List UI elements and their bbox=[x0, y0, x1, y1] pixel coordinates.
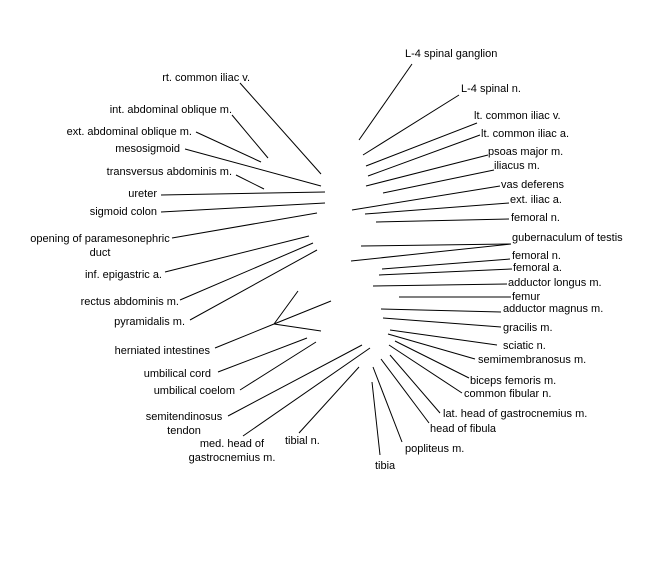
label-biceps-femoris: biceps femoris m. bbox=[470, 375, 557, 387]
label-l4-spinal-n: L-4 spinal n. bbox=[461, 83, 521, 95]
leader-adductor-magnus bbox=[380, 308, 502, 313]
label-lat-head-gastrocnemius: lat. head of gastrocnemius m. bbox=[443, 408, 588, 420]
leader-int-abdominal-oblique bbox=[231, 114, 269, 159]
leader-adductor-longus bbox=[372, 283, 508, 287]
leader-iliacus bbox=[382, 169, 495, 194]
leader-common-fibular bbox=[388, 344, 463, 394]
leader-mesosigmoid bbox=[184, 148, 322, 187]
label-psoas-major: psoas major m. bbox=[488, 146, 564, 158]
label-femur: femur bbox=[512, 291, 541, 303]
label-herniated-intestines: herniated intestines bbox=[114, 345, 210, 357]
leader-head-of-fibula bbox=[380, 358, 430, 424]
leader-rectus-abdominis bbox=[179, 242, 314, 301]
leader-ext-iliac-a bbox=[364, 202, 510, 215]
leader-popliteus bbox=[372, 366, 403, 443]
label-semitendinosus-line-1: semitendinosus bbox=[145, 411, 223, 423]
label-common-fibular: common fibular n. bbox=[464, 388, 552, 400]
label-tibial-n: tibial n. bbox=[285, 435, 320, 447]
leader-vas-deferens bbox=[351, 185, 501, 211]
label-lt-common-iliac-a: lt. common iliac a. bbox=[481, 128, 570, 140]
label-mesosigmoid: mesosigmoid bbox=[115, 143, 180, 155]
leader-ext-abdominal-oblique bbox=[195, 131, 262, 163]
label-ureter: ureter bbox=[128, 188, 157, 200]
label-transversus-abdominis: transversus abdominis m. bbox=[106, 166, 232, 178]
label-sciatic-n: sciatic n. bbox=[503, 340, 546, 352]
leader-tibia bbox=[371, 381, 381, 456]
label-femoral-n-2: femoral n. bbox=[512, 250, 561, 262]
leader-semitendinosus bbox=[227, 344, 363, 417]
leader-gubernaculum-2 bbox=[350, 243, 512, 262]
label-gubernaculum: gubernaculum of testis bbox=[512, 232, 623, 244]
leader-herniated-fork-up bbox=[273, 290, 299, 325]
leader-gubernaculum bbox=[360, 243, 512, 247]
leader-transversus-abdominis bbox=[235, 174, 265, 190]
leader-pyramidalis bbox=[189, 249, 318, 321]
label-popliteus: popliteus m. bbox=[405, 443, 465, 455]
label-med-head-line-2: gastrocnemius m. bbox=[188, 452, 276, 464]
label-ext-iliac-a: ext. iliac a. bbox=[510, 194, 562, 206]
label-umbilical-coelom: umbilical coelom bbox=[153, 385, 235, 397]
label-l4-spinal-ganglion: L-4 spinal ganglion bbox=[405, 48, 498, 60]
leader-biceps-femoris bbox=[394, 340, 470, 379]
leader-sigmoid-colon bbox=[160, 202, 326, 213]
leader-psoas-major bbox=[365, 154, 489, 187]
leader-semimembranosus bbox=[387, 333, 476, 360]
label-adductor-longus: adductor longus m. bbox=[508, 277, 602, 289]
label-med-head-line-1: med. head of bbox=[199, 438, 265, 450]
leader-sciatic-n bbox=[389, 329, 498, 346]
leader-femoral-n-1 bbox=[375, 218, 510, 223]
label-femoral-n-1: femoral n. bbox=[511, 212, 560, 224]
leader-rt-common-iliac-v bbox=[239, 82, 322, 175]
leader-inf-epigastric bbox=[164, 235, 310, 273]
label-semimembranosus: semimembranosus m. bbox=[478, 354, 587, 366]
label-ext-abdominal-oblique: ext. abdominal oblique m. bbox=[66, 126, 192, 138]
label-femoral-a: femoral a. bbox=[513, 262, 562, 274]
leader-lt-common-iliac-a bbox=[367, 134, 481, 177]
leader-herniated-fork-down bbox=[273, 323, 322, 332]
leader-umbilical-cord bbox=[217, 337, 308, 373]
leader-ureter bbox=[160, 191, 326, 196]
label-opening-paramesonephric-line-2: duct bbox=[89, 247, 111, 259]
label-iliacus: iliacus m. bbox=[494, 160, 540, 172]
label-pyramidalis: pyramidalis m. bbox=[114, 316, 185, 328]
label-sigmoid-colon: sigmoid colon bbox=[89, 206, 157, 218]
leader-umbilical-coelom bbox=[239, 341, 317, 391]
leader-med-head-gastrocnemius bbox=[242, 347, 371, 437]
leader-gracilis bbox=[382, 317, 502, 328]
label-opening-paramesonephric-line-1: opening of paramesonephric bbox=[30, 233, 170, 245]
label-inf-epigastric: inf. epigastric a. bbox=[84, 269, 162, 281]
leader-opening-paramesonephric bbox=[171, 212, 318, 239]
leader-lt-common-iliac-v bbox=[365, 122, 478, 167]
label-rectus-abdominis: rectus abdominis m. bbox=[80, 296, 179, 308]
leader-l4-spinal-n bbox=[362, 94, 460, 156]
label-adductor-magnus: adductor magnus m. bbox=[503, 303, 604, 315]
label-semitendinosus-tendon: semitendinosus tendon bbox=[134, 410, 234, 438]
label-opening-paramesonephric-duct: opening of paramesonephric duct bbox=[16, 232, 184, 260]
leader-femoral-n-2 bbox=[381, 258, 511, 270]
leader-lat-head-gastrocnemius bbox=[389, 354, 441, 414]
label-tibia: tibia bbox=[375, 460, 396, 472]
label-vas-deferens: vas deferens bbox=[501, 179, 564, 191]
leader-herniated-intestines bbox=[214, 323, 275, 349]
label-int-abdominal-oblique: int. abdominal oblique m. bbox=[109, 104, 232, 116]
label-med-head-gastrocnemius: med. head of gastrocnemius m. bbox=[178, 437, 286, 465]
leader-tibial-n bbox=[298, 366, 360, 434]
label-head-of-fibula: head of fibula bbox=[430, 423, 497, 435]
label-rt-common-iliac-v: rt. common iliac v. bbox=[162, 72, 250, 84]
leader-herniated-fork-right bbox=[273, 300, 332, 325]
leader-femoral-a bbox=[378, 268, 513, 276]
label-lt-common-iliac-v: lt. common iliac v. bbox=[474, 110, 561, 122]
label-semitendinosus-line-2: tendon bbox=[167, 425, 201, 437]
label-gracilis: gracilis m. bbox=[503, 322, 553, 334]
leader-l4-spinal-ganglion bbox=[358, 63, 413, 141]
label-umbilical-cord: umbilical cord bbox=[143, 368, 211, 380]
